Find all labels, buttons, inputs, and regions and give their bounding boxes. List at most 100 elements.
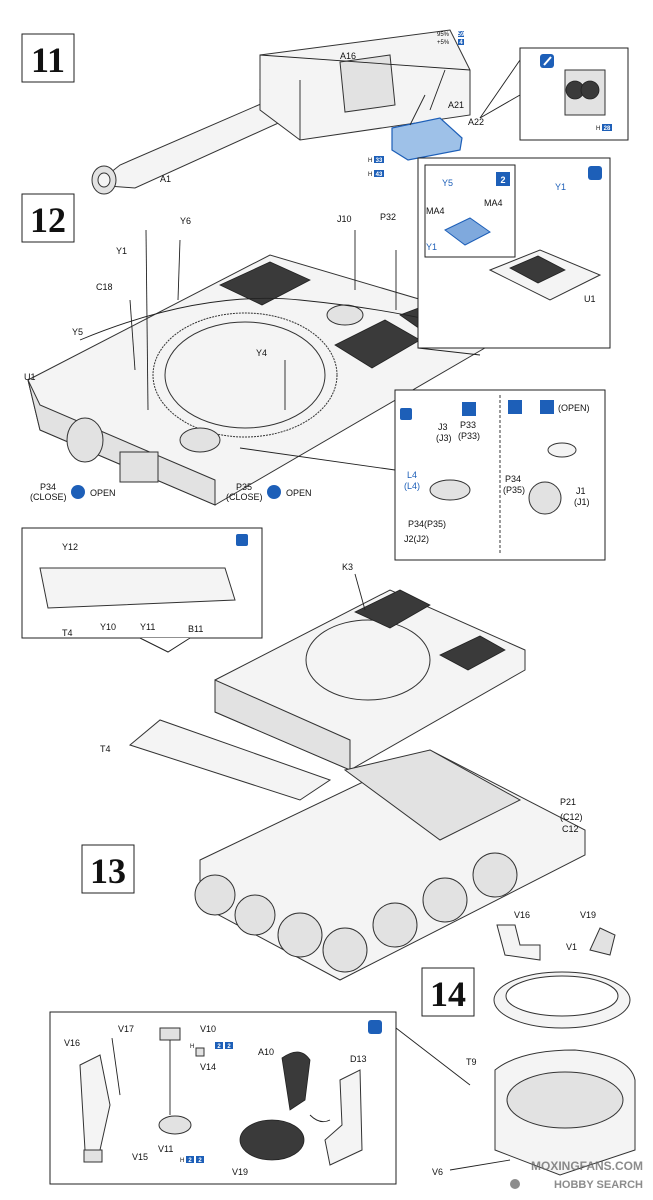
qty-2: 2 [500, 175, 505, 185]
label-y10-callout: Y10 [100, 622, 116, 632]
paint-code-2b: 2 [227, 1044, 231, 1050]
label-v16-top: V16 [514, 910, 530, 920]
step-14-number: 14 [430, 974, 466, 1014]
label-a21: A21 [448, 100, 464, 110]
callout-hatches: P33 (P33) J3 (J3) L4 (L4) P34(P35) J2(J2… [239, 389, 606, 561]
label-v19: V19 [232, 1167, 248, 1177]
label-l4: L4 [407, 470, 417, 480]
watermark-line2: HOBBY SEARCH [554, 1179, 643, 1191]
paint-chip-33: H 33 [368, 156, 384, 164]
label-ma4-right: MA4 [484, 198, 503, 208]
step-11-box [21, 33, 75, 83]
callout-vents: Y5 MA4 MA4 Y1 2 Y1 U1 [417, 157, 611, 356]
label-y4: Y4 [256, 348, 267, 358]
label-y1-blue-left: Y1 [426, 242, 437, 252]
label-t4: T4 [100, 744, 111, 754]
label-close-1: (CLOSE) [30, 492, 67, 502]
step-11: 11 A16 A21 A22 A1 95% +5% [21, 29, 629, 195]
label-j1-alt: (J1) [574, 497, 590, 507]
label-close-2: (CLOSE) [226, 492, 263, 502]
label-y5-blue: Y5 [442, 178, 453, 188]
seat-back-v16 [79, 1054, 111, 1151]
label-a16: A16 [340, 51, 356, 61]
step-12: 12 Y6 J10 P32 Y1 C18 Y5 U1 Y4 [21, 157, 611, 561]
choice-icon-4 [540, 400, 554, 414]
label-v19-top: V19 [580, 910, 596, 920]
tray-a22 [391, 117, 463, 161]
label-p32: P32 [380, 212, 396, 222]
brush-icon-3 [400, 408, 412, 420]
paint-code-4: 4 [459, 40, 463, 46]
label-a22: A22 [468, 117, 484, 127]
paint-code-2a: 2 [217, 1044, 221, 1050]
label-ma4-left: MA4 [426, 206, 445, 216]
label-p21: P21 [560, 797, 576, 807]
seat-a10 [281, 1051, 311, 1111]
label-open-3: (OPEN) [558, 403, 590, 413]
label-p33-alt: (P33) [458, 431, 480, 441]
step-12-box [21, 193, 75, 243]
step-12-number: 12 [30, 200, 66, 240]
label-v14: V14 [200, 1062, 216, 1072]
paint-95pct: 95% [437, 32, 450, 38]
turret-floor-t9 [494, 1049, 636, 1176]
label-y11-callout: Y11 [140, 622, 155, 632]
bars-icon [508, 400, 522, 414]
label-v10: V10 [200, 1024, 216, 1034]
paint-5pct: +5% [437, 40, 450, 46]
paint-h-2b: H [180, 1158, 184, 1164]
step-13: Y12 T4 Y10 Y11 B11 K3 T4 [21, 527, 586, 981]
label-j3-alt: (J3) [436, 433, 452, 443]
label-v15: V15 [132, 1152, 148, 1162]
step-11-number: 11 [31, 40, 65, 80]
paint-code-59: 59 [458, 32, 465, 38]
hull-lower-tracks [194, 749, 586, 981]
rear-plate-t4 [128, 719, 332, 801]
label-open-2: OPEN [286, 488, 312, 498]
label-b11: B11 [188, 624, 203, 634]
paint-code-43: 43 [376, 172, 383, 178]
seat-mount-d13 [324, 1069, 363, 1166]
label-c18: C18 [96, 282, 113, 292]
paint-h-28: H [596, 126, 600, 132]
label-t9: T9 [466, 1057, 477, 1067]
step-13-number: 13 [90, 851, 126, 891]
callout-seats: V16 V17 V15 V10 V14 H 2 2 V11 H 2 2 A10 … [49, 1011, 471, 1185]
qty-badge [496, 172, 510, 186]
paint-chip-43: H 43 [368, 170, 384, 178]
step-13-box [81, 844, 135, 894]
brush-icon-2 [588, 166, 602, 180]
paint-code-28: 28 [604, 126, 611, 132]
label-v11: V11 [158, 1144, 173, 1154]
choice-icon-3 [462, 402, 476, 416]
label-v17: V17 [118, 1024, 134, 1034]
label-u1: U1 [24, 372, 36, 382]
label-t4-callout: T4 [62, 628, 73, 638]
label-v1: V1 [566, 942, 577, 952]
seat-cushion-v19 [239, 1119, 305, 1161]
label-u1-callout: U1 [584, 294, 596, 304]
label-a10: A10 [258, 1047, 274, 1057]
label-v16: V16 [64, 1038, 80, 1048]
watermark: MOXINGFANS.COM HOBBY SEARCH [510, 1159, 643, 1191]
label-y6: Y6 [180, 216, 191, 226]
choice-icon-1 [71, 485, 85, 499]
paint-h-2a: H [190, 1044, 194, 1050]
watermark-line1: MOXINGFANS.COM [531, 1159, 643, 1173]
label-p35-right: (P35) [503, 485, 525, 495]
paint-h-33: H [368, 158, 372, 164]
label-p33: P33 [460, 420, 476, 430]
hull-upper-assembly [214, 589, 526, 771]
label-c12-alt: (C12) [560, 812, 583, 822]
paint-h-43: H [368, 172, 372, 178]
paint-code-2c: 2 [188, 1158, 192, 1164]
label-c12: C12 [562, 824, 579, 834]
step-14: 14 V16 V19 V1 T9 V6 V16 V17 V15 [49, 910, 636, 1185]
label-p34-right: P34 [505, 474, 521, 484]
brush-icon-4 [236, 534, 248, 546]
gun-mount-frame [259, 29, 471, 141]
road-wheels [194, 852, 518, 973]
callout-periscope-detail: H 28 [479, 47, 629, 141]
brush-icon-5 [368, 1020, 382, 1034]
watermark-logo-icon [510, 1179, 520, 1189]
